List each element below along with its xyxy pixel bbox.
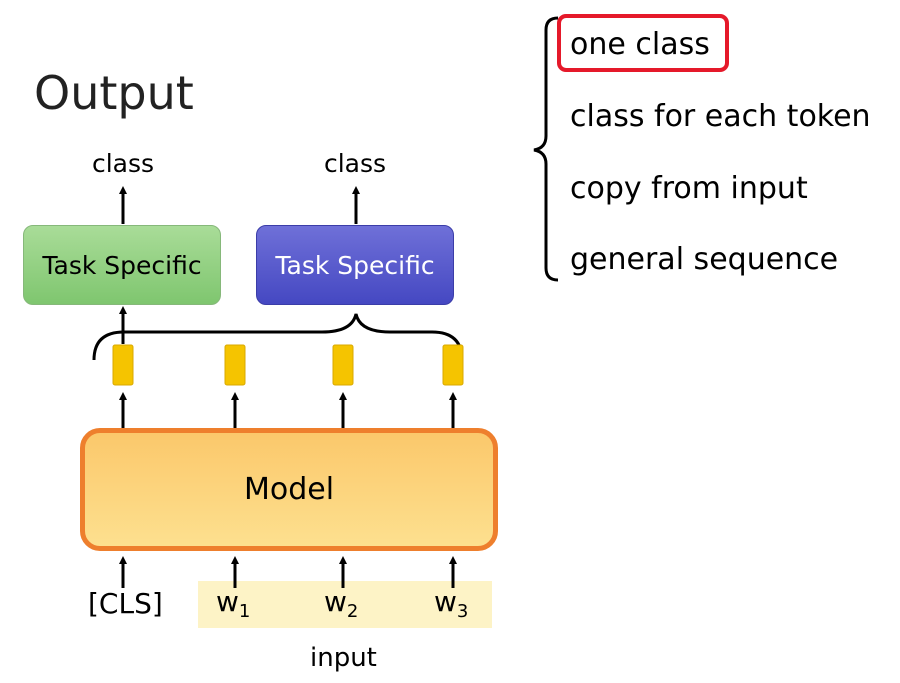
task-specific-label-blue: Task Specific [275,250,435,280]
output-class-label-left: class [91,149,155,178]
input-token-w3: w3 [434,585,469,622]
embedding-cls [112,344,134,386]
input-caption: input [310,643,377,673]
input-token-w2: w2 [324,585,359,622]
model-box: Model [80,428,498,551]
cls-token-label: [CLS] [88,587,163,620]
option-class-for-each-token: class for each token [570,99,871,134]
option-one-class: one class [570,27,710,62]
embedding-w2 [332,344,354,386]
option-copy-from-input: copy from input [570,171,808,206]
option-highlight-box [557,14,729,72]
option-general-sequence: general sequence [570,242,839,277]
slide-title: Output [34,66,194,120]
task-specific-label-green: Task Specific [42,250,202,280]
input-token-w1: w1 [216,585,251,622]
options-brace [533,16,559,282]
model-label: Model [243,472,335,507]
embedding-w1 [224,344,246,386]
input-token-band [198,581,492,628]
task-specific-box-blue: Task Specific [256,225,454,305]
output-class-label-right: class [323,149,387,178]
embedding-brace [92,313,464,361]
embedding-w3 [442,344,464,386]
task-specific-box-green: Task Specific [23,225,221,305]
